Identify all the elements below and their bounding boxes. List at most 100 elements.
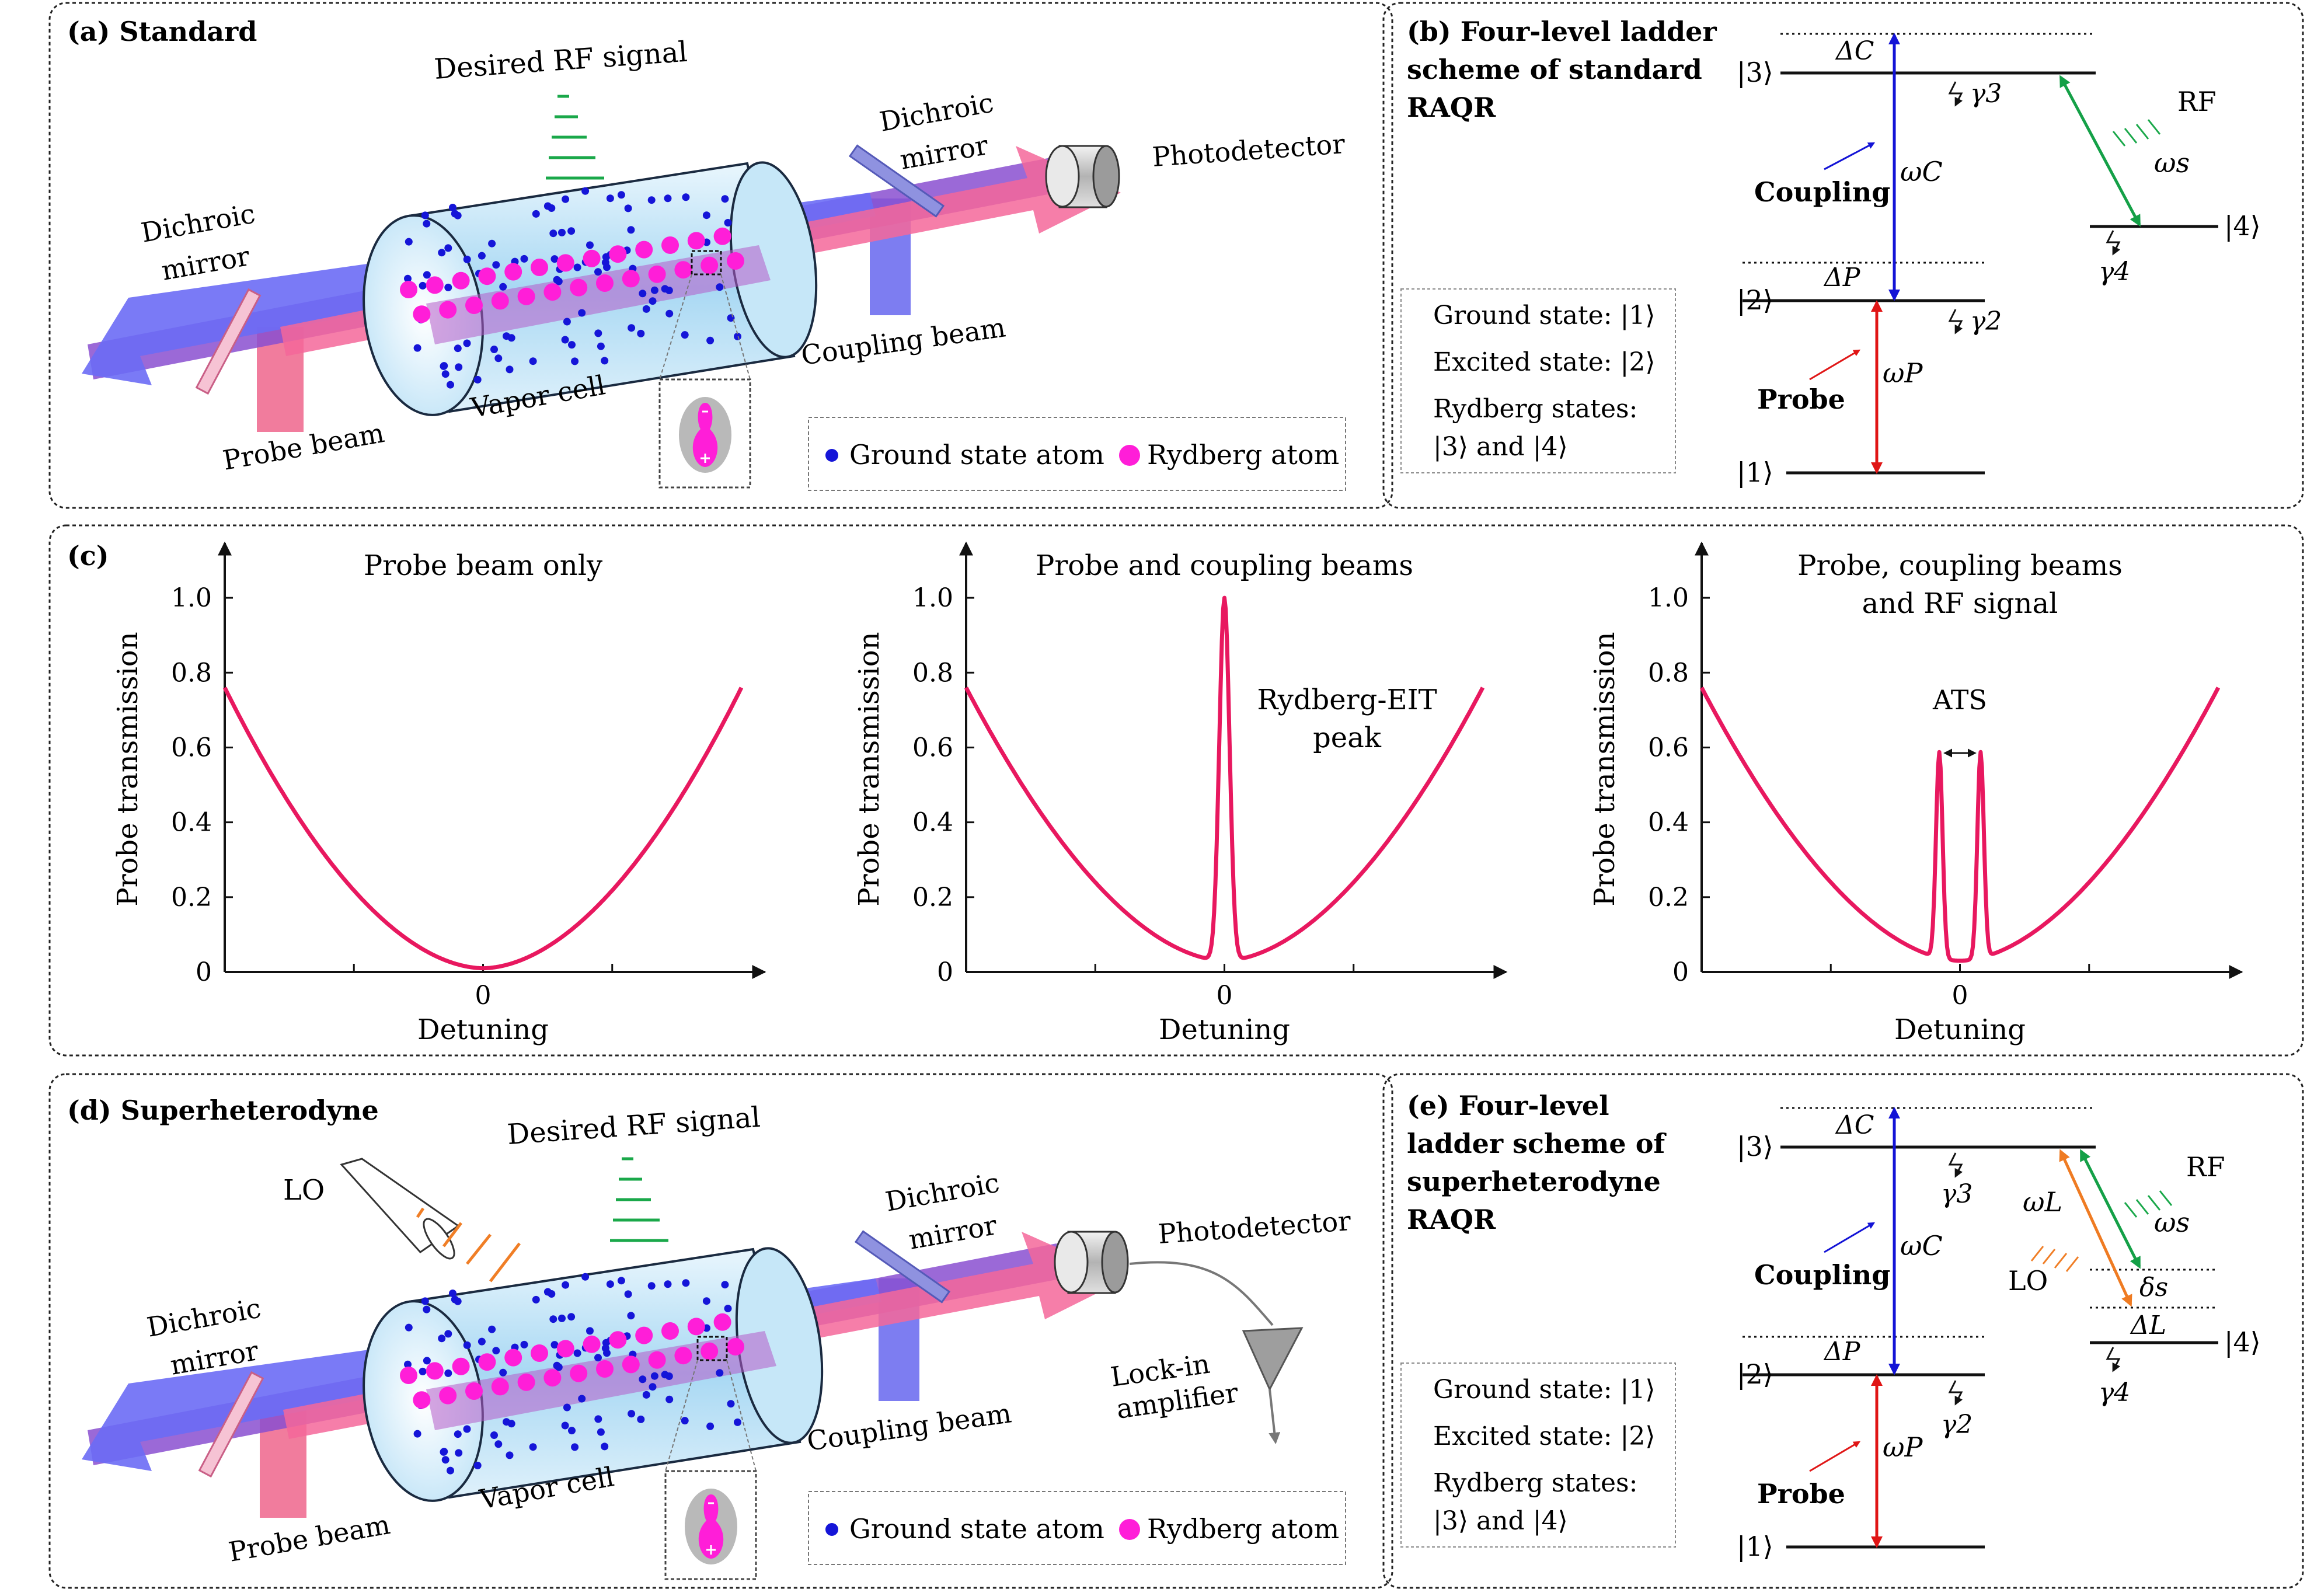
ground-atom	[563, 318, 571, 326]
ground-atom	[568, 341, 576, 349]
ground-atom	[649, 297, 657, 305]
ground-atom	[499, 283, 507, 291]
ground-atom	[441, 1456, 449, 1464]
panel-e: (e) Four-level ladder scheme of superhet…	[1400, 1090, 2261, 1562]
ground-atom	[603, 1349, 611, 1357]
rydberg-atom	[426, 276, 444, 294]
rydberg-atom	[570, 278, 588, 297]
y-tick-label: 0	[196, 957, 212, 987]
ground-atom	[628, 324, 636, 332]
ground-atom	[463, 1341, 471, 1349]
ground-atom	[444, 1330, 452, 1338]
panel-c-label: (c)	[67, 540, 109, 572]
ground-atom	[606, 1280, 614, 1288]
ground-atom	[454, 344, 462, 353]
ground-atom	[624, 1290, 632, 1298]
ground-atom	[438, 1334, 446, 1343]
panel-b-border	[1382, 2, 2304, 509]
ground-atom	[440, 362, 448, 370]
ground-atom	[478, 1337, 486, 1346]
ground-atom	[724, 219, 732, 226]
ground-atom	[503, 332, 510, 340]
ground-atom	[550, 1341, 559, 1349]
box-ground-e: Ground state: |1⟩	[1433, 1375, 1656, 1405]
ground-atom	[734, 1418, 741, 1426]
ground-atom	[454, 1430, 462, 1438]
gamma3-label: γ3	[1970, 79, 2002, 109]
ground-atom	[447, 381, 454, 389]
x-axis-label: Detuning	[1159, 1013, 1290, 1046]
rydberg-atom	[491, 1378, 509, 1396]
ground-atom	[553, 276, 561, 284]
legend-rydberg: Rydberg atom	[1147, 439, 1339, 471]
ground-atom	[561, 1421, 569, 1430]
y-tick-label: 0.8	[1648, 658, 1689, 688]
panel-d: (d) Superheterodyne Desired RF signal LO	[67, 1095, 1352, 1580]
rydberg-atom	[478, 267, 496, 285]
series-line	[1699, 687, 2221, 963]
ground-atom	[503, 1418, 510, 1426]
rydberg-atom	[400, 1367, 417, 1384]
ground-atom	[639, 290, 647, 298]
ground-atom	[597, 1428, 605, 1436]
ground-atom	[463, 339, 471, 347]
rydberg-atom	[543, 1369, 562, 1387]
ground-atom	[455, 363, 463, 371]
lock-in-amplifier-icon	[1242, 1327, 1304, 1444]
panel-e-title-2: ladder scheme of	[1407, 1128, 1667, 1159]
ground-atom	[553, 1361, 561, 1370]
photodetector-label-d: Photodetector	[1157, 1205, 1352, 1250]
state-1-label: |1⟩	[1737, 457, 1773, 488]
ground-atom-legend-icon-d	[825, 1523, 838, 1536]
ground-atom	[543, 1288, 552, 1296]
ground-atom	[573, 1349, 581, 1357]
rydberg-atom-inset	[658, 378, 751, 489]
ground-atom	[520, 1340, 528, 1348]
ground-atom	[567, 1313, 576, 1321]
legend-box	[808, 417, 1346, 491]
rydberg-atom	[543, 283, 562, 301]
y-axis-label: Probe transmission	[853, 632, 886, 906]
gamma2-label: γ2	[1970, 306, 2002, 336]
ground-atom	[421, 1297, 429, 1305]
box-rydberg-1-e: Rydberg states:	[1433, 1468, 1637, 1498]
rydberg-atom	[504, 263, 522, 281]
ground-atom	[455, 1449, 463, 1457]
y-tick-label: 1.0	[1648, 583, 1689, 613]
left-dichroic-mirror-d	[198, 1371, 264, 1478]
rf-wave-icon	[546, 95, 604, 180]
rf-wave-icon-b	[2112, 119, 2161, 147]
ground-atom	[661, 1371, 669, 1379]
ground-atom	[571, 357, 579, 365]
probe-label-e: Probe	[1757, 1478, 1845, 1510]
rydberg-atom	[413, 1391, 431, 1409]
ground-atom	[603, 263, 611, 271]
ground-atom	[413, 344, 421, 352]
ground-atom	[734, 332, 741, 340]
panel-d-label: (d) Superheterodyne	[67, 1095, 379, 1126]
atoms-group	[400, 187, 744, 389]
ground-atom	[567, 227, 576, 235]
rydberg-atom	[648, 265, 666, 283]
rydberg-atom	[517, 1373, 535, 1391]
state-1-label-e: |1⟩	[1737, 1531, 1773, 1562]
rydberg-atom	[661, 1322, 679, 1340]
dichroic-left-line1-d: Dichroic	[145, 1292, 264, 1343]
ground-atom	[637, 329, 645, 337]
ground-atom	[423, 219, 431, 228]
series-line	[222, 687, 744, 971]
rf-wave-icon-d	[610, 1157, 668, 1242]
ground-atom-legend-icon	[825, 449, 838, 462]
legend-ground-d: Ground state atom	[849, 1513, 1104, 1545]
rydberg-atom	[531, 259, 548, 276]
ground-atom	[421, 211, 429, 219]
box-rydberg-2-e: |3⟩ and |4⟩	[1433, 1506, 1568, 1536]
delta-p-label: ΔP	[1823, 263, 1861, 292]
chart-title-line2: and RF signal	[1862, 587, 2058, 620]
ground-atom	[423, 1305, 431, 1313]
delta-l-label-e: ΔL	[2130, 1311, 2166, 1340]
ground-atom	[721, 195, 729, 203]
ground-atom	[490, 1431, 498, 1439]
rydberg-atom	[478, 1353, 496, 1371]
